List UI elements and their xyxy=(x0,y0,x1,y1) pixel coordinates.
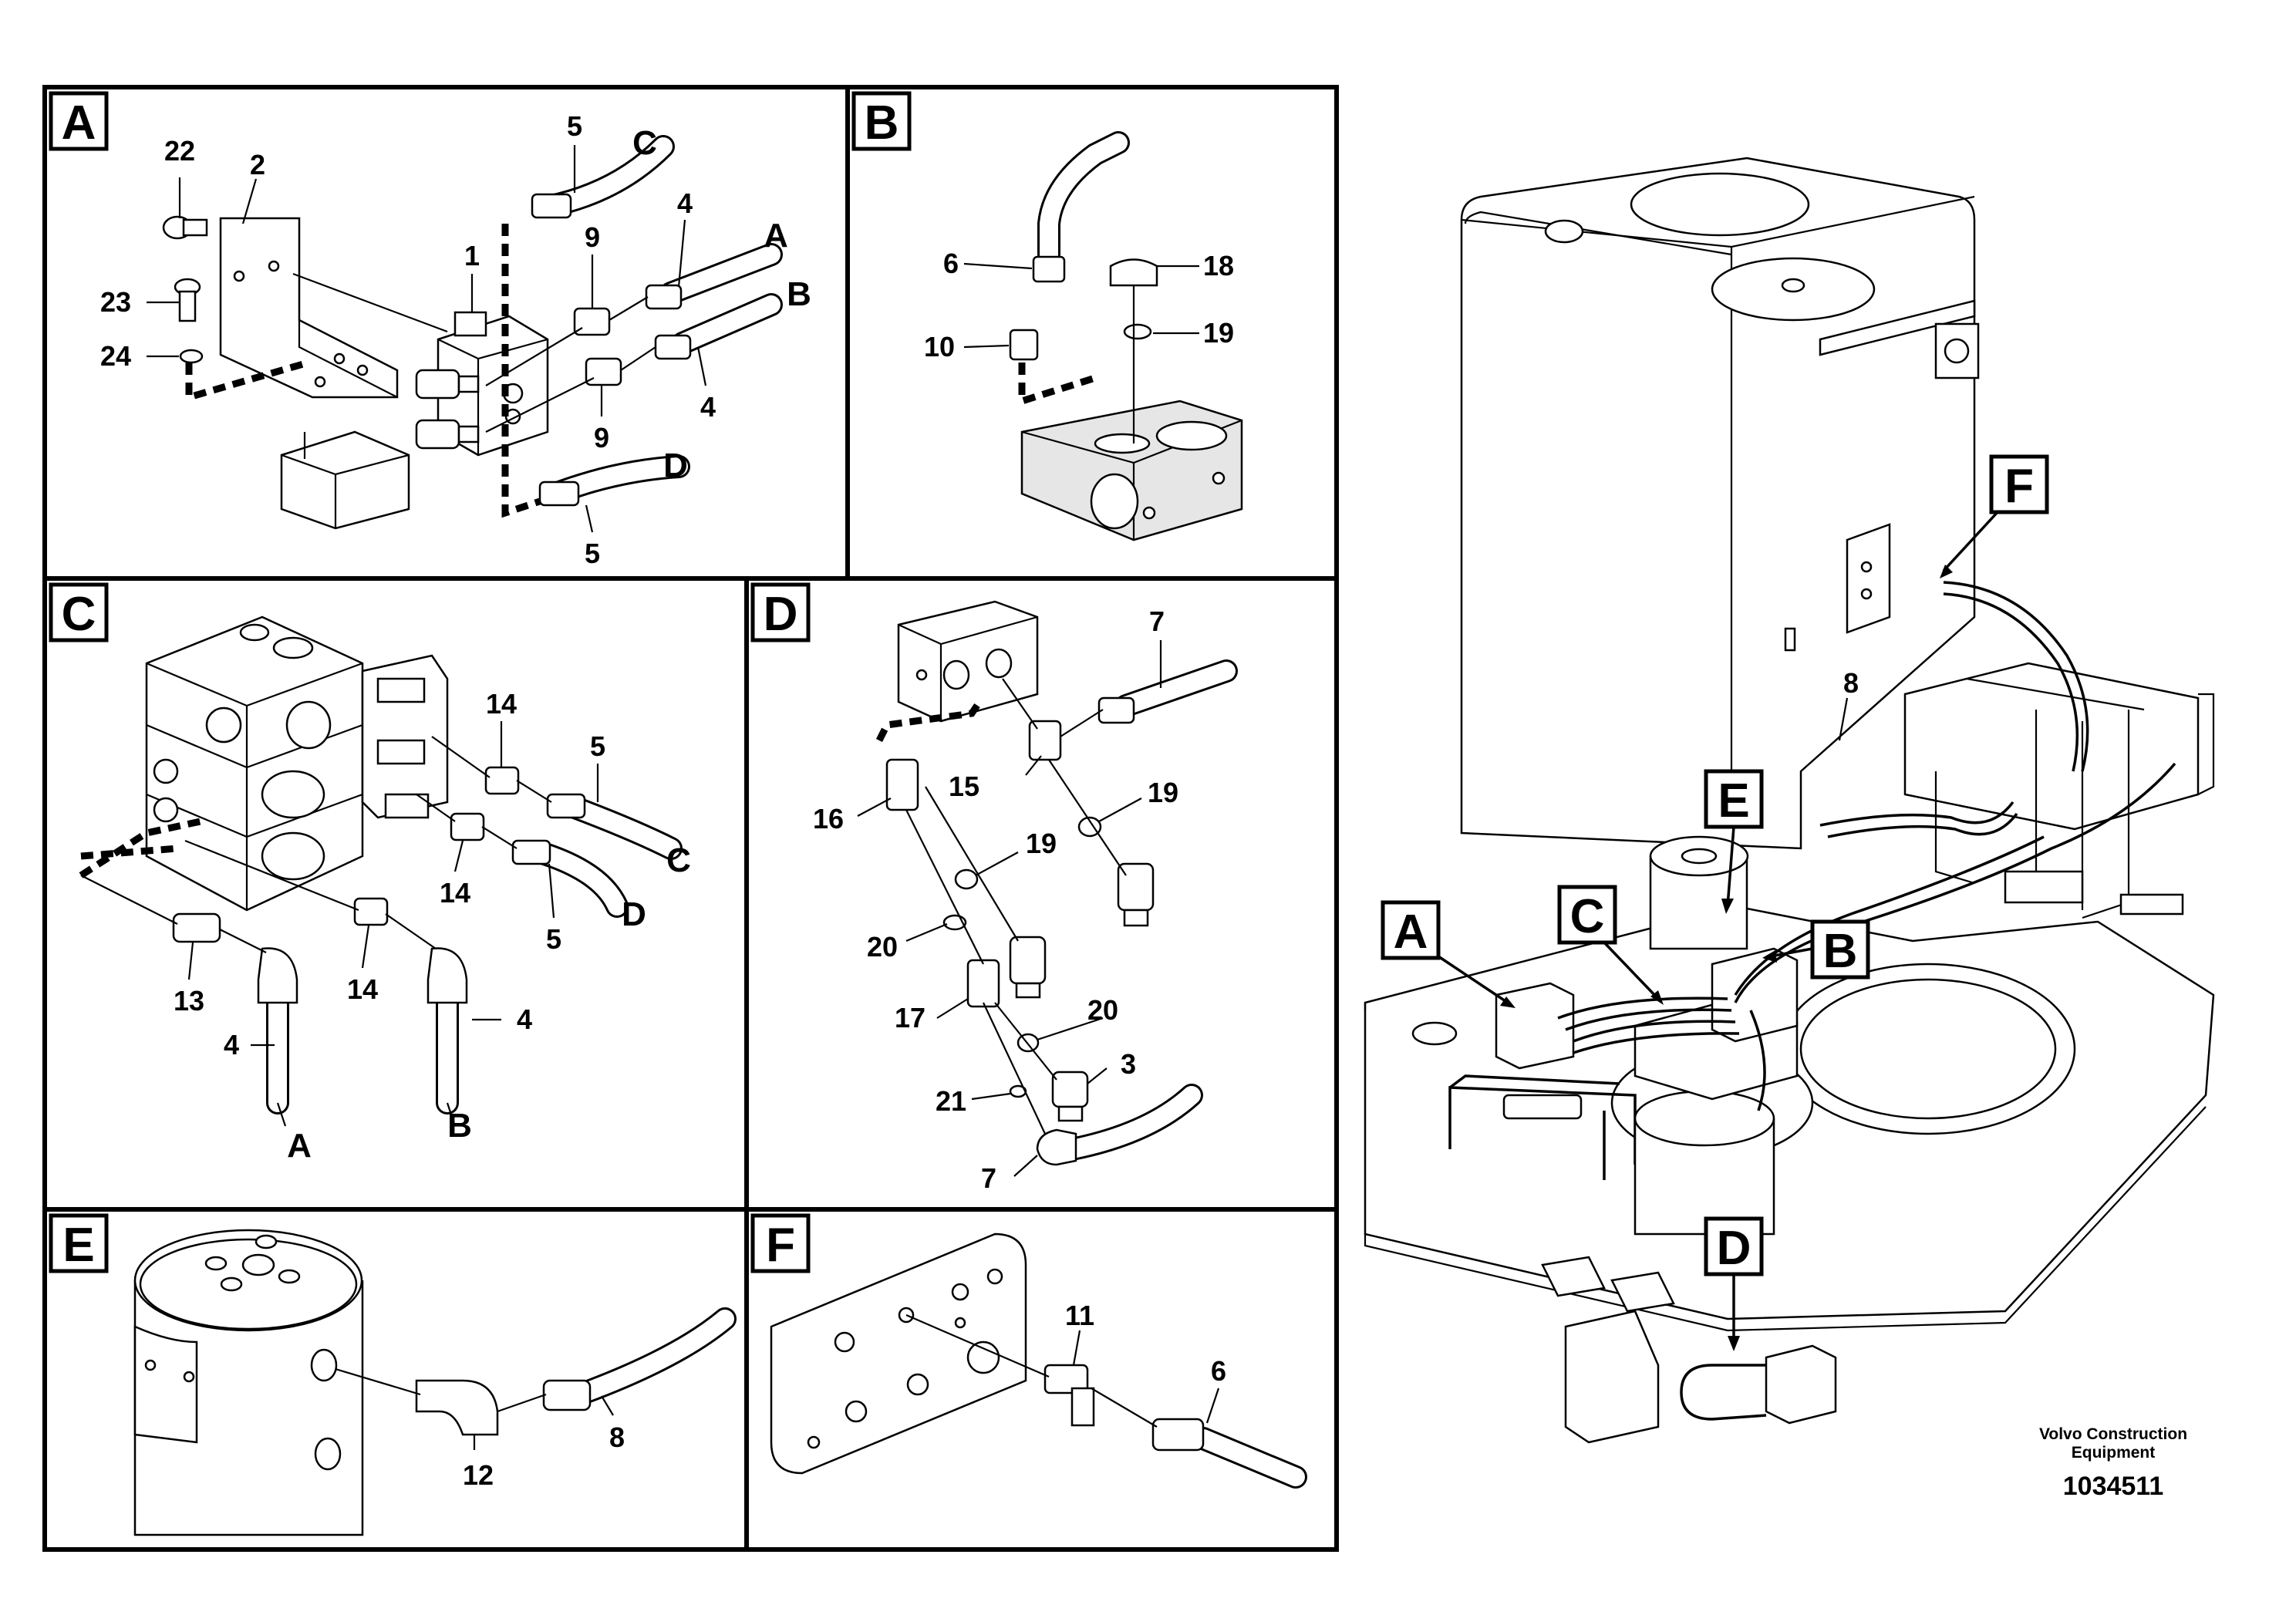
tee-16-icon xyxy=(885,758,919,811)
marker-e: E xyxy=(1718,774,1749,828)
fitting-pair-icon xyxy=(415,369,480,450)
callout-7-top: 7 xyxy=(1149,605,1165,637)
end-label-d: D xyxy=(622,895,646,933)
end-label-b: B xyxy=(447,1107,472,1145)
adapter-9-lower-icon xyxy=(585,357,622,386)
adapter-10-icon xyxy=(1009,329,1039,361)
adapter-14-lower-icon xyxy=(353,897,389,926)
section-e-letter: E xyxy=(62,1219,94,1272)
plug-18-icon xyxy=(1109,258,1158,287)
callout-20-left: 20 xyxy=(867,931,898,963)
callout-5-top: 5 xyxy=(590,730,605,762)
credit-line-2: Equipment xyxy=(2072,1444,2156,1462)
adapter-14-mid-icon xyxy=(450,812,485,841)
callout-4-left: 4 xyxy=(224,1029,239,1061)
callout-4-right: 4 xyxy=(517,1003,532,1035)
callout-4-top: 4 xyxy=(677,187,693,219)
overview-callout-8: 8 xyxy=(1843,667,1859,699)
callout-9-bottom: 9 xyxy=(594,422,609,454)
section-a-letter: A xyxy=(62,96,96,150)
marker-a: A xyxy=(1394,905,1428,959)
section-b: B 6 10 18 19 xyxy=(851,91,1243,541)
callout-6: 6 xyxy=(943,248,959,279)
section-e: E 12 8 xyxy=(49,1213,737,1536)
section-c: C xyxy=(49,582,691,1165)
callout-10: 10 xyxy=(924,331,955,363)
callout-24: 24 xyxy=(100,340,131,372)
section-f-letter: F xyxy=(766,1219,795,1272)
section-d-letter: D xyxy=(764,588,798,641)
marker-f: F xyxy=(2004,460,2034,513)
end-label-c: C xyxy=(632,124,657,162)
tee-17-icon xyxy=(966,959,1000,1008)
panel-grid xyxy=(42,85,1339,1552)
callout-16: 16 xyxy=(813,803,844,835)
callout-5-top: 5 xyxy=(567,110,582,142)
callout-14-top: 14 xyxy=(486,688,517,720)
callout-1: 1 xyxy=(464,240,480,271)
hose-group-a xyxy=(531,135,783,507)
washer-24-icon xyxy=(179,349,204,364)
callout-19: 19 xyxy=(1203,317,1234,349)
callout-9-top: 9 xyxy=(585,221,600,253)
callout-15: 15 xyxy=(949,771,979,802)
sensor-upper-icon xyxy=(1117,862,1155,927)
elbow-12-icon xyxy=(415,1379,499,1436)
section-b-letter: B xyxy=(865,96,899,150)
nut-6-icon xyxy=(1032,255,1066,283)
callout-19-upper: 19 xyxy=(1148,777,1178,808)
callout-8: 8 xyxy=(609,1421,625,1453)
tee-11-icon xyxy=(1043,1364,1095,1427)
end-label-c: C xyxy=(666,841,691,879)
callout-11: 11 xyxy=(1065,1300,1094,1331)
sensor-mid-icon xyxy=(1009,936,1047,999)
callout-13: 13 xyxy=(174,985,204,1017)
tee-15-icon xyxy=(1028,720,1062,761)
callout-14-mid: 14 xyxy=(440,877,470,909)
callout-7-bottom: 7 xyxy=(981,1162,996,1194)
callout-21: 21 xyxy=(936,1085,966,1117)
fitting-13-icon xyxy=(172,912,221,943)
marker-b: B xyxy=(1823,925,1858,978)
callout-6: 6 xyxy=(1211,1355,1226,1387)
overview-machine: 8 xyxy=(1364,157,2215,1444)
marker-d: D xyxy=(1717,1222,1752,1275)
end-label-b: B xyxy=(787,275,811,313)
adapter-14-upper-icon xyxy=(484,766,520,795)
callout-17: 17 xyxy=(895,1002,925,1034)
document-number: 1034511 xyxy=(2063,1472,2164,1501)
section-d: D xyxy=(750,582,1238,1194)
callout-23: 23 xyxy=(100,286,131,318)
callout-22: 22 xyxy=(164,135,195,167)
section-a: A xyxy=(49,91,811,569)
callout-2: 2 xyxy=(250,149,265,180)
callout-5-bottom: 5 xyxy=(546,923,561,955)
overview-markers: F E A C B D xyxy=(1381,454,2049,1351)
bolt-23-icon xyxy=(174,278,201,322)
marker-c: C xyxy=(1570,890,1605,943)
callout-19-lower: 19 xyxy=(1026,828,1057,859)
credit-line-1: Volvo Construction xyxy=(2039,1425,2187,1443)
footer: Volvo Construction Equipment 1034511 xyxy=(2039,1425,2187,1501)
callout-18: 18 xyxy=(1203,250,1234,282)
sensor-3-icon xyxy=(1051,1071,1089,1122)
bolt-22-icon xyxy=(162,215,208,240)
callout-4-bottom: 4 xyxy=(700,391,716,423)
section-f: F 11 6 xyxy=(750,1213,1307,1489)
callout-5-bottom: 5 xyxy=(585,538,600,569)
callout-14-bottom: 14 xyxy=(347,973,378,1005)
section-c-letter: C xyxy=(62,588,96,641)
end-label-a: A xyxy=(764,217,788,255)
end-label-d: D xyxy=(663,447,688,484)
o-ring-19-icon xyxy=(1123,323,1152,340)
callout-20-right: 20 xyxy=(1087,994,1118,1026)
adapter-9-upper-icon xyxy=(573,307,611,336)
callout-3: 3 xyxy=(1121,1048,1136,1080)
end-label-a: A xyxy=(287,1127,312,1165)
callout-12: 12 xyxy=(463,1459,494,1491)
